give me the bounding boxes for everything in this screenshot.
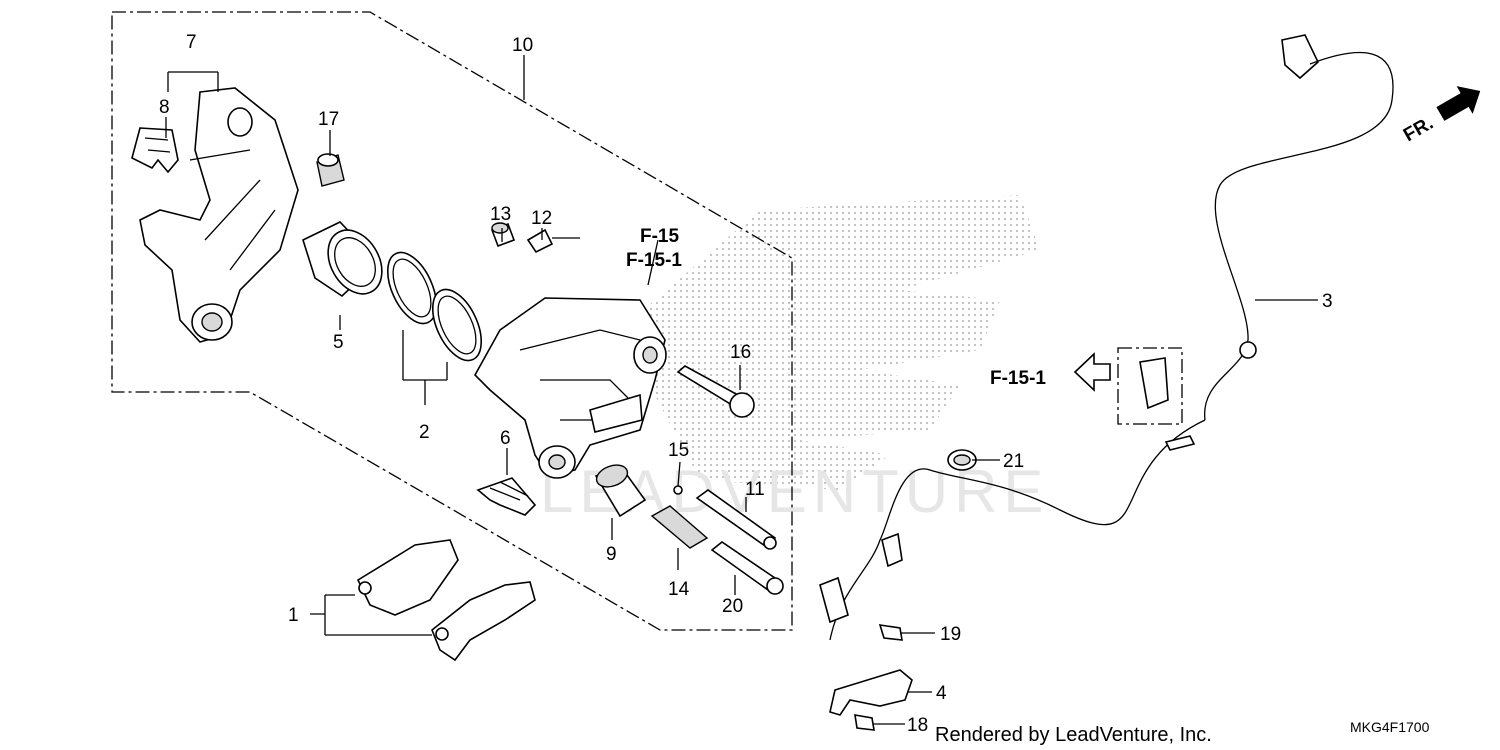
front-direction-indicator: FR. <box>1400 86 1481 146</box>
forward-arrow-icon <box>1436 86 1481 121</box>
bleeder-screw-part[interactable] <box>526 228 580 254</box>
callout-18[interactable]: 18 <box>907 715 928 736</box>
bolt-20-part[interactable] <box>710 541 784 595</box>
brake-pad-part[interactable] <box>356 539 536 662</box>
callout-10[interactable]: 10 <box>512 35 533 56</box>
dust-seal-part[interactable] <box>423 282 491 368</box>
bolt-18-part[interactable] <box>854 714 875 731</box>
pad-spring-part[interactable] <box>476 477 537 516</box>
caliper-assembly-boundary <box>111 11 793 631</box>
sensor-body-part[interactable] <box>819 576 849 624</box>
callout-12[interactable]: 12 <box>531 208 552 229</box>
callout-8[interactable]: 8 <box>159 97 170 118</box>
callout-14[interactable]: 14 <box>668 579 690 600</box>
callout-4[interactable]: 4 <box>936 683 947 704</box>
callout-2[interactable]: 2 <box>419 422 430 443</box>
rubber-cap-part[interactable] <box>316 153 345 187</box>
bolt-19-part[interactable] <box>878 624 903 641</box>
reference-detail-box <box>1117 347 1183 425</box>
bleeder-cap-part[interactable] <box>490 222 516 248</box>
leader-lines <box>165 55 1318 725</box>
piston-seal-part[interactable] <box>378 245 446 331</box>
boot-part[interactable] <box>594 461 647 518</box>
small-boot-part[interactable] <box>673 485 683 495</box>
direction-label: FR. <box>1400 113 1437 146</box>
diagram-code: MKG4F1700 <box>1350 719 1430 735</box>
piston-part[interactable] <box>302 221 393 304</box>
callout-19[interactable]: 19 <box>940 624 961 645</box>
clamp-part[interactable] <box>947 449 977 471</box>
callout-13[interactable]: 13 <box>490 204 511 225</box>
callout-15[interactable]: 15 <box>668 440 689 461</box>
left-arrow-icon <box>1073 352 1111 392</box>
callout-17[interactable]: 17 <box>318 109 339 130</box>
speed-sensor-wire-part[interactable] <box>829 34 1394 641</box>
caliper-body-part[interactable] <box>474 297 667 479</box>
pin-part[interactable] <box>695 489 777 550</box>
callout-21[interactable]: 21 <box>1003 451 1024 472</box>
callout-9[interactable]: 9 <box>606 544 617 565</box>
callout-20[interactable]: 20 <box>722 596 743 617</box>
callout-5[interactable]: 5 <box>333 332 344 353</box>
bracket-clip-part[interactable] <box>131 127 179 174</box>
sensor-bracket-part[interactable] <box>829 669 913 716</box>
ref-f15[interactable]: F-15 <box>640 226 680 247</box>
rendered-by-credit: Rendered by LeadVenture, Inc. <box>935 724 1212 746</box>
caliper-bracket-part[interactable] <box>139 87 299 343</box>
callout-1[interactable]: 1 <box>288 605 299 626</box>
sleeve-part[interactable] <box>650 505 709 549</box>
callout-7[interactable]: 7 <box>186 32 197 53</box>
callout-3[interactable]: 3 <box>1322 291 1333 312</box>
callout-11[interactable]: 11 <box>745 479 765 500</box>
callout-6[interactable]: 6 <box>500 428 511 449</box>
ref-f15-1-top[interactable]: F-15-1 <box>626 250 682 271</box>
callout-labels: 7 8 10 17 5 2 13 12 16 6 15 11 9 14 20 1… <box>159 32 1333 736</box>
bolt-16-part[interactable] <box>676 365 755 418</box>
callout-16[interactable]: 16 <box>730 342 751 363</box>
ref-f15-1-side[interactable]: F-15-1 <box>990 368 1046 389</box>
